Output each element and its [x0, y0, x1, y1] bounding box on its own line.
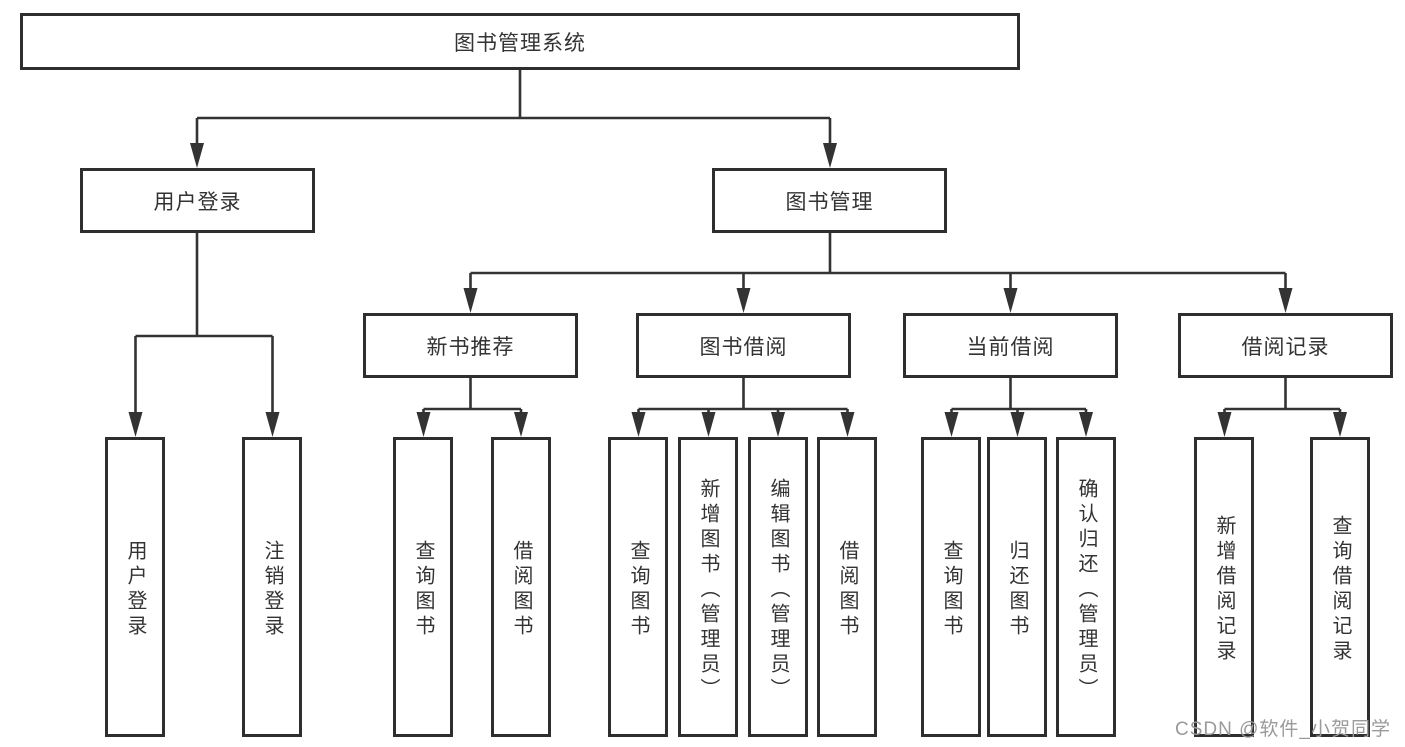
node-user-login-leaf: 用户登录: [105, 437, 165, 737]
node-new-book-recommendation: 新书推荐: [363, 313, 578, 378]
node-edit-books-admin: 编辑图书（管理员）: [748, 437, 808, 737]
node-add-books-admin: 新增图书（管理员）: [678, 437, 738, 737]
csdn-watermark: CSDN @软件_小贺同学: [1175, 719, 1391, 740]
node-return-books: 归还图书: [987, 437, 1047, 737]
node-search-borrow-record: 查询借阅记录: [1310, 437, 1370, 737]
node-borrow-books-leaf: 借阅图书: [817, 437, 877, 737]
node-search-books-recommend: 查询图书: [393, 437, 453, 737]
node-book-management: 图书管理: [712, 168, 947, 233]
node-current-borrowing: 当前借阅: [903, 313, 1118, 378]
node-search-books-borrowing: 查询图书: [608, 437, 668, 737]
node-search-books-current: 查询图书: [921, 437, 981, 737]
node-borrowing-records: 借阅记录: [1178, 313, 1393, 378]
node-user-login: 用户登录: [80, 168, 315, 233]
node-confirm-return-admin: 确认归还（管理员）: [1056, 437, 1116, 737]
arrowheads: [128, 143, 1347, 437]
node-book-borrowing: 图书借阅: [636, 313, 851, 378]
node-logout-leaf: 注销登录: [242, 437, 302, 737]
node-library-management-system: 图书管理系统: [20, 13, 1020, 70]
node-add-borrow-record: 新增借阅记录: [1194, 437, 1254, 737]
node-borrow-books-recommend: 借阅图书: [491, 437, 551, 737]
